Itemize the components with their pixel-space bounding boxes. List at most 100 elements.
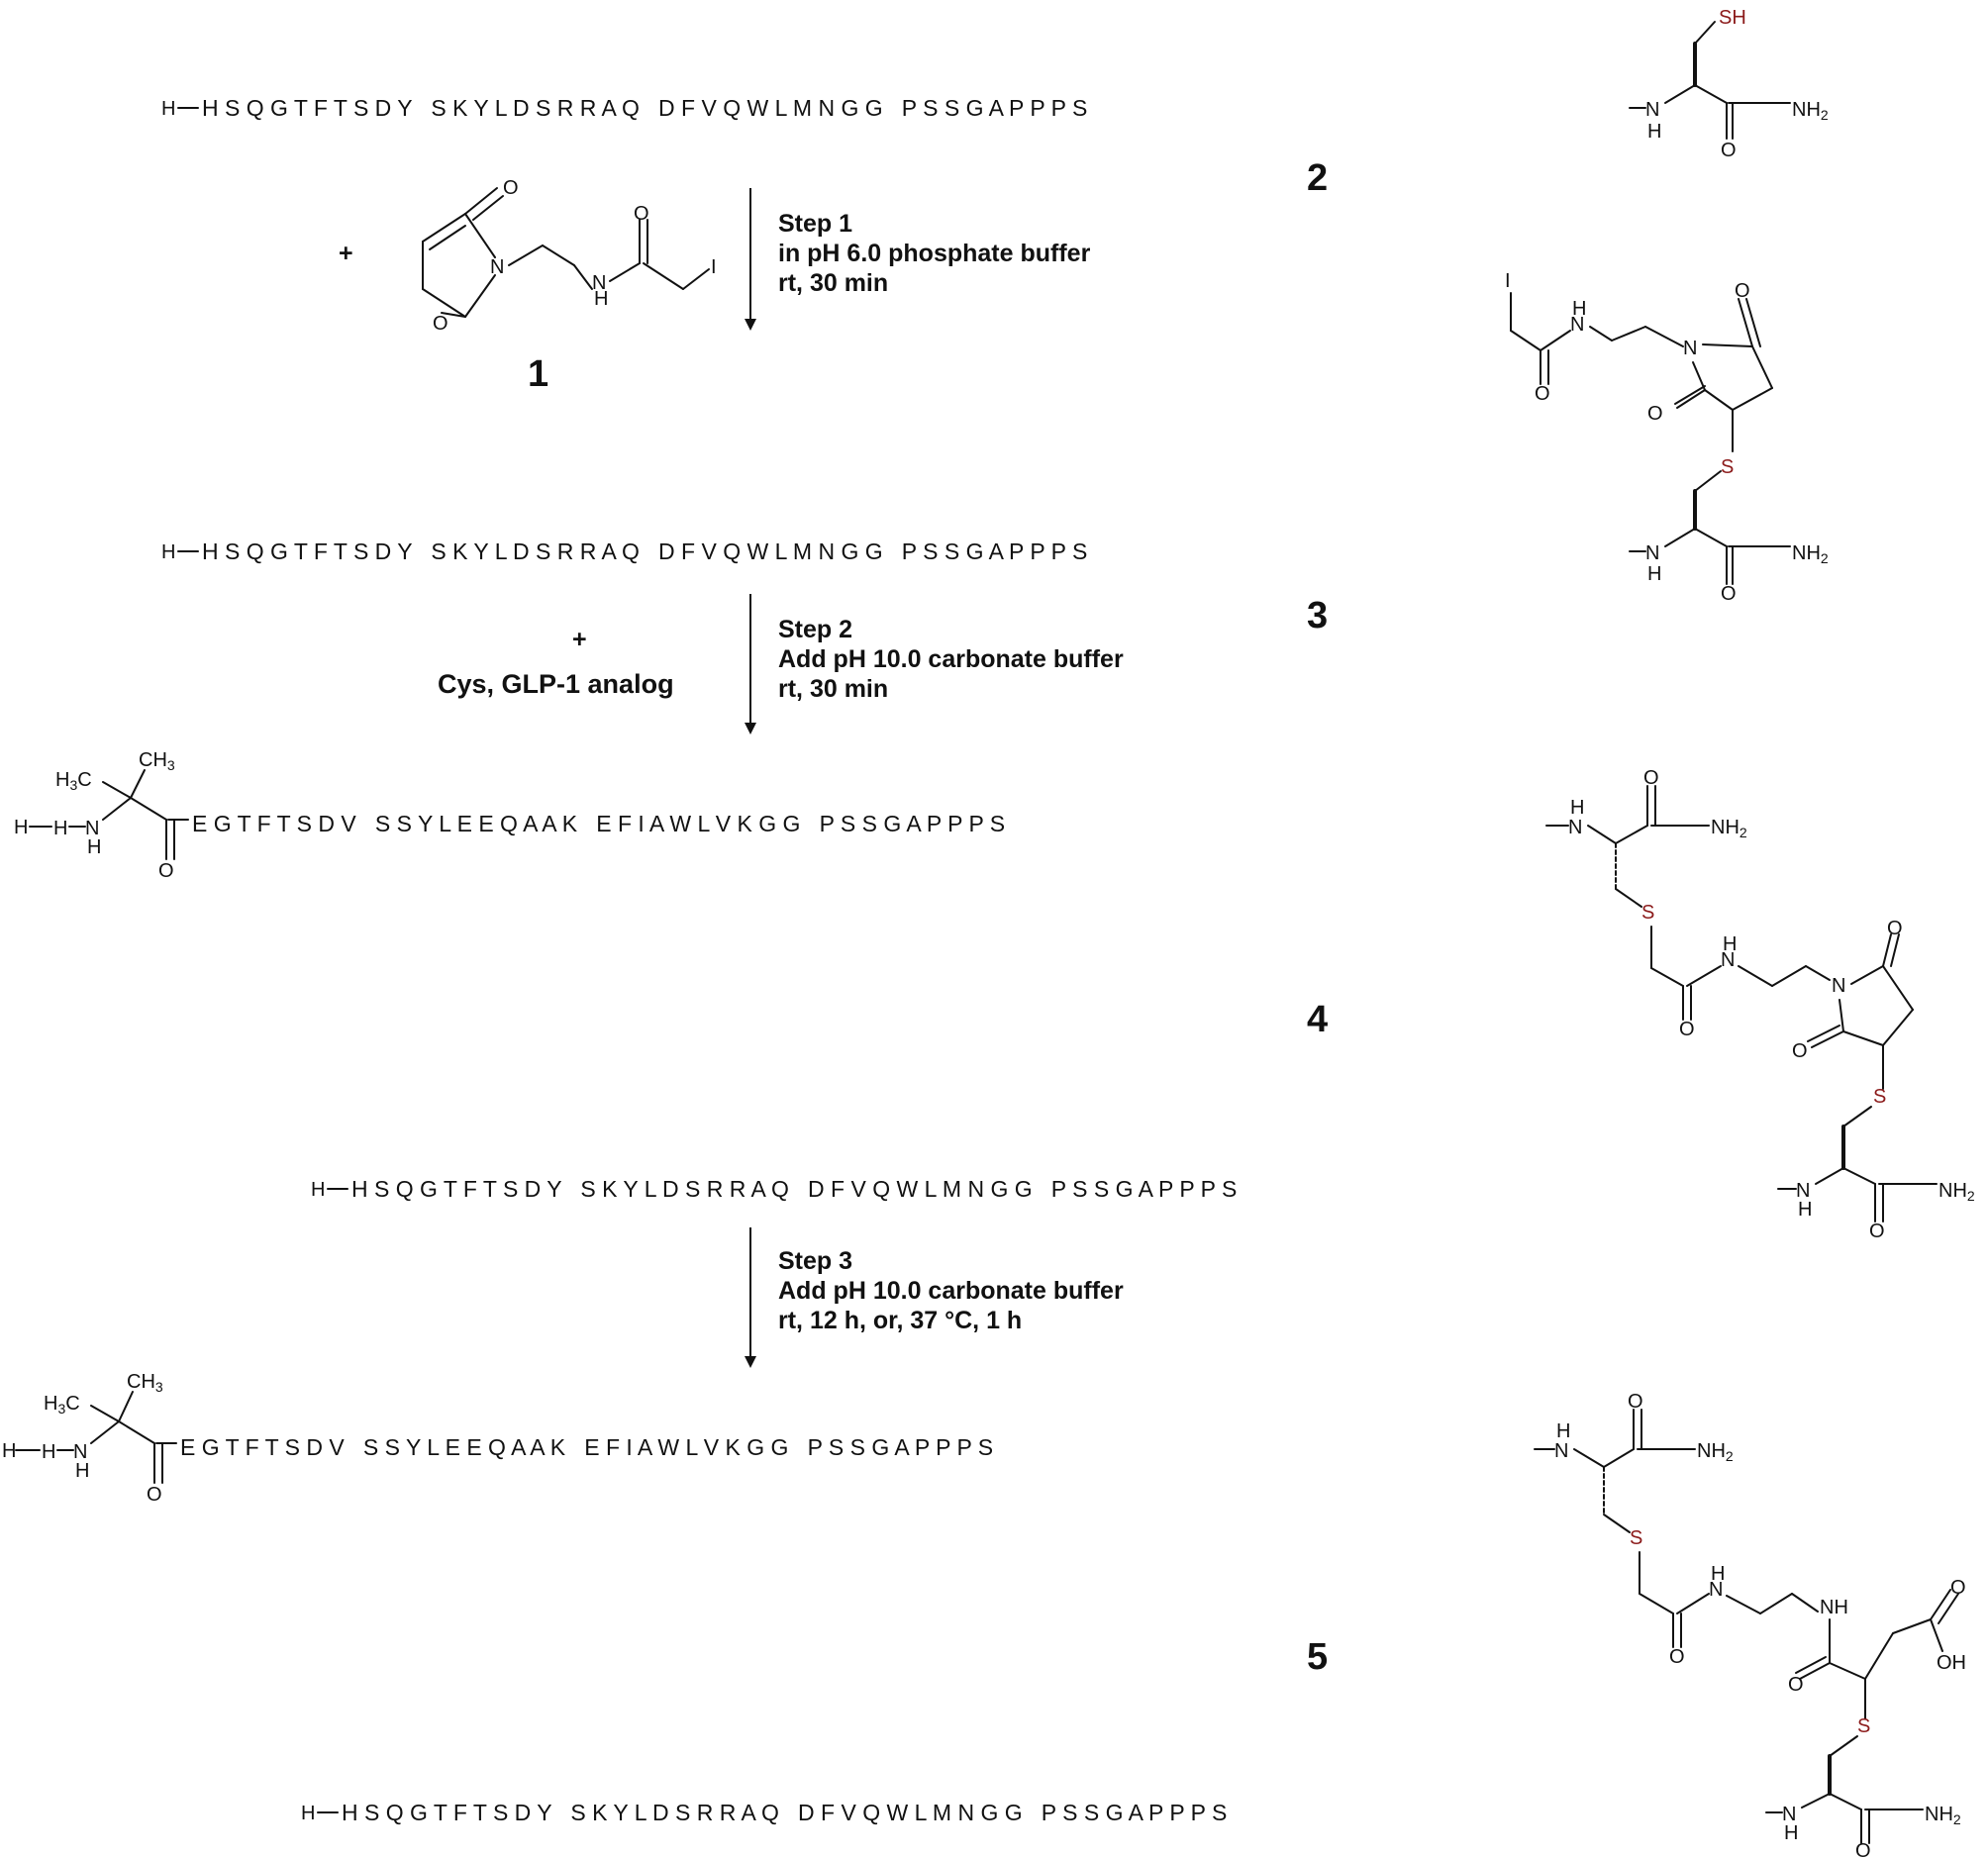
succ-n: N bbox=[1832, 975, 1845, 997]
aib-o: O bbox=[158, 860, 174, 882]
step-2: + Cys, GLP-1 analog Step 2 Add pH 10.0 c… bbox=[438, 594, 1124, 734]
compound-label-3: 3 bbox=[1307, 595, 1328, 636]
aib-n: N bbox=[85, 818, 99, 839]
step-1-title: Step 1 bbox=[778, 210, 852, 238]
n-term-h: H bbox=[161, 98, 175, 120]
aib-h: H bbox=[53, 818, 67, 839]
peptide-sequence: E G T F T S D V S S Y L E E Q A A K E F … bbox=[192, 811, 1005, 836]
peptide-sequence: H S Q G T F T S D Y S K Y L D S R R A Q … bbox=[202, 538, 1087, 564]
step-1-line1: in pH 6.0 phosphate buffer bbox=[778, 240, 1091, 267]
peptide-sequence: E G T F T S D V S S Y L E E Q A A K E F … bbox=[180, 1434, 993, 1460]
step-1-line2: rt, 30 min bbox=[778, 269, 888, 297]
aib-nh: H bbox=[87, 836, 101, 858]
aib-methyl-1: H3C bbox=[44, 1393, 80, 1417]
amide-o3: O bbox=[1669, 1646, 1685, 1668]
aib-nh: H bbox=[75, 1460, 89, 1482]
amide-n-lower: N bbox=[1782, 1804, 1796, 1825]
amide-n: N bbox=[1645, 99, 1659, 121]
amide-n3: N bbox=[1721, 949, 1735, 971]
succ-o2: O bbox=[1792, 1040, 1808, 1062]
aib-n: N bbox=[73, 1441, 87, 1463]
aib-h: H bbox=[42, 1441, 55, 1463]
thioether-s1: S bbox=[1641, 902, 1654, 924]
maleimide-n: N bbox=[490, 256, 504, 278]
n-term-h-lower: H bbox=[301, 1803, 315, 1824]
carbonyl-o-lower: O bbox=[1869, 1221, 1885, 1242]
amide-h1: H bbox=[594, 288, 608, 310]
amide-h: H bbox=[1647, 121, 1661, 143]
step-2-line1: Add pH 10.0 carbonate buffer bbox=[778, 645, 1124, 673]
step-3: Step 3 Add pH 10.0 carbonate buffer rt, … bbox=[745, 1227, 1124, 1368]
peptide-sequence-lower: H S Q G T F T S D Y S K Y L D S R R A Q … bbox=[342, 1800, 1227, 1825]
acid-o: O bbox=[1950, 1577, 1966, 1599]
compound-4: H H N H H3C CH3 O E G T F T S D V S S Y … bbox=[14, 749, 1975, 1242]
c-term-nh2-lower: NH2 bbox=[1925, 1804, 1961, 1827]
amide-n: N bbox=[1554, 1440, 1568, 1462]
c-term-nh2: NH2 bbox=[1792, 542, 1829, 566]
compound-label-4: 4 bbox=[1307, 999, 1328, 1040]
maleimide-o1: O bbox=[503, 177, 519, 199]
amide-n4: NH bbox=[1820, 1597, 1848, 1618]
compound-label-5: 5 bbox=[1307, 1636, 1328, 1678]
plus-sign: + bbox=[339, 240, 353, 267]
n-term-h: H bbox=[2, 1440, 16, 1462]
peptide-sequence: H S Q G T F T S D Y S K Y L D S R R A Q … bbox=[202, 95, 1087, 121]
compound-1: + O O N N H O I 1 bbox=[339, 177, 717, 395]
compound-5: H H N H H3C CH3 O E G T F T S D V S S Y … bbox=[2, 1371, 1966, 1858]
amide-h: H bbox=[1647, 563, 1661, 585]
step-2-reagent: Cys, GLP-1 analog bbox=[438, 669, 674, 699]
peptide-sequence-lower: H S Q G T F T S D Y S K Y L D S R R A Q … bbox=[351, 1176, 1237, 1202]
thiol-sh: SH bbox=[1719, 7, 1746, 29]
aib-methyl-2: CH3 bbox=[139, 749, 175, 773]
amide-h3: H bbox=[1723, 933, 1737, 955]
step-2-line2: rt, 30 min bbox=[778, 675, 888, 703]
amide-o2: O bbox=[1535, 383, 1550, 405]
succ-n: N bbox=[1683, 338, 1697, 359]
aib-methyl-2: CH3 bbox=[127, 1371, 163, 1395]
thioether-s2: S bbox=[1857, 1715, 1870, 1737]
compound-label-1: 1 bbox=[528, 353, 548, 395]
succ-o1: O bbox=[1647, 403, 1663, 425]
amide-n: N bbox=[1645, 542, 1659, 564]
thioether-s: S bbox=[1721, 456, 1734, 478]
carbonyl-o: O bbox=[1628, 1391, 1643, 1413]
maleimide-o2: O bbox=[433, 313, 448, 335]
amide-n-lower: N bbox=[1796, 1180, 1810, 1202]
amide-n2: N bbox=[1570, 314, 1584, 336]
amide-h: H bbox=[1570, 797, 1584, 819]
succ-o2: O bbox=[1735, 280, 1750, 302]
amide-h2: H bbox=[1572, 298, 1586, 320]
compound-label-2: 2 bbox=[1307, 157, 1328, 199]
n-term-h: H bbox=[14, 817, 28, 838]
aib-methyl-1: H3C bbox=[55, 769, 92, 793]
c-term-nh2: NH2 bbox=[1792, 99, 1829, 123]
plus-sign: + bbox=[572, 626, 587, 653]
n-term-h-lower: H bbox=[311, 1179, 325, 1201]
amide-n3: N bbox=[1709, 1579, 1723, 1601]
amide-o3: O bbox=[1679, 1019, 1695, 1040]
iodine: I bbox=[711, 256, 717, 278]
compound-2: H H S Q G T F T S D Y S K Y L D S R R A … bbox=[161, 7, 1829, 199]
amide-n: N bbox=[1568, 817, 1582, 838]
iodine: I bbox=[1505, 270, 1511, 292]
n-term-h: H bbox=[161, 541, 175, 563]
thioether-s2: S bbox=[1873, 1086, 1886, 1108]
thioether-s1: S bbox=[1630, 1527, 1642, 1549]
aib-o: O bbox=[147, 1484, 162, 1506]
amide-n1: N bbox=[592, 272, 606, 294]
carbonyl-o: O bbox=[1721, 140, 1737, 161]
c-term-nh2-lower: NH2 bbox=[1938, 1180, 1975, 1204]
carbonyl-o: O bbox=[1721, 583, 1737, 605]
carbonyl-o-lower: O bbox=[1855, 1840, 1871, 1858]
step-3-title: Step 3 bbox=[778, 1247, 852, 1275]
carbonyl-o: O bbox=[1643, 767, 1659, 789]
amide-h-lower: H bbox=[1784, 1822, 1798, 1844]
c-term-nh2: NH2 bbox=[1711, 817, 1747, 840]
step-2-title: Step 2 bbox=[778, 616, 852, 643]
step-1: Step 1 in pH 6.0 phosphate buffer rt, 30… bbox=[745, 188, 1091, 331]
c-term-nh2: NH2 bbox=[1697, 1440, 1734, 1464]
amide-o1: O bbox=[634, 203, 649, 225]
succ-o1: O bbox=[1887, 918, 1903, 939]
step-3-line1: Add pH 10.0 carbonate buffer bbox=[778, 1277, 1124, 1305]
